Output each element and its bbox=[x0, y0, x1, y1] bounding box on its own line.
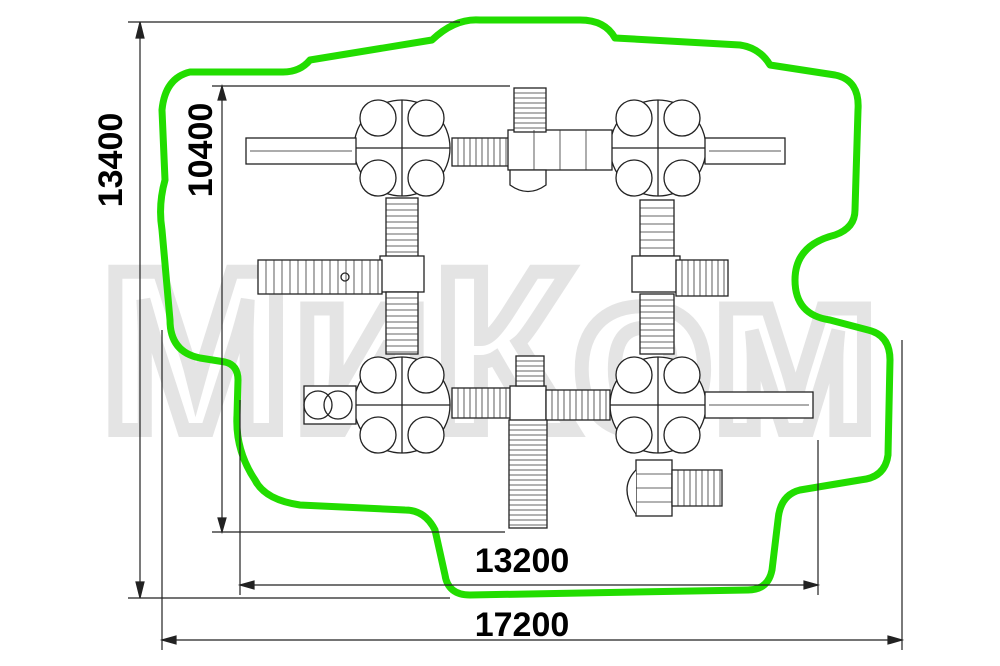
inner-width-label: 13200 bbox=[475, 542, 570, 580]
ramp-bottom bbox=[508, 419, 548, 529]
tower-bottom-left bbox=[353, 356, 451, 454]
tunnel-top bbox=[509, 169, 547, 193]
tower-top-right bbox=[609, 99, 707, 197]
arch-climber bbox=[303, 385, 357, 425]
watermark-text: МиКом bbox=[100, 222, 880, 479]
dimension-lines bbox=[128, 21, 905, 650]
ladder-right-middle bbox=[675, 259, 729, 297]
tower-bottom-right bbox=[609, 356, 707, 454]
outer-width-label: 17200 bbox=[475, 606, 570, 644]
bridge-hatching bbox=[265, 92, 725, 526]
ladder-bottom-right bbox=[671, 469, 723, 507]
ladder-top bbox=[513, 87, 547, 133]
bridge-bottom-right bbox=[545, 389, 611, 421]
platform-left-middle bbox=[379, 255, 425, 293]
ladder-left bbox=[257, 259, 383, 295]
bridge-left-lower bbox=[385, 291, 419, 355]
inner-height-label: 10400 bbox=[182, 103, 220, 198]
platform-bottom-center bbox=[509, 385, 547, 423]
platform-right-middle bbox=[631, 255, 681, 293]
tower-top-left bbox=[353, 99, 451, 197]
outer-height-label: 13400 bbox=[92, 113, 130, 208]
safety-zone-outline bbox=[157, 16, 894, 599]
bridge-top-left bbox=[451, 137, 511, 167]
